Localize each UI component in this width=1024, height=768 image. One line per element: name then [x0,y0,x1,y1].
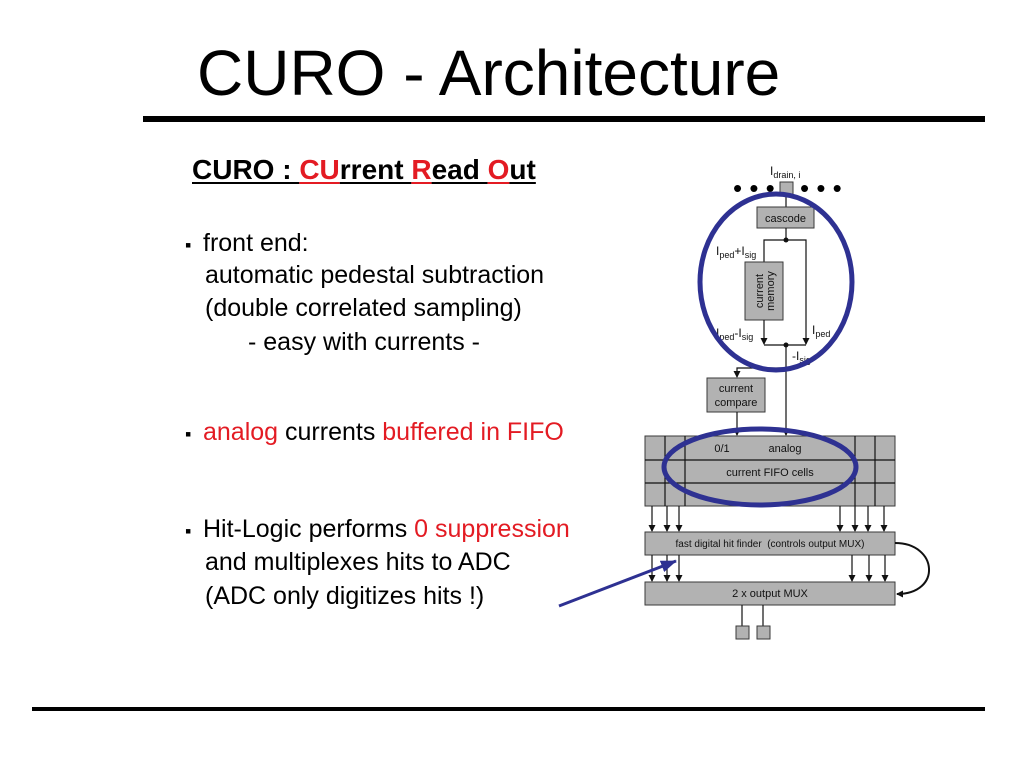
bullet-marker: ▪ [185,521,192,541]
bullet-hit-logic: ▪ Hit-Logic performs 0 suppression [185,517,570,544]
drain-label-symbol: I [770,164,773,178]
ped-plus-sig-part: I [716,244,719,258]
subtitle-part: rrent [339,154,412,185]
bullet-hit-logic-line-1: and multiplexes hits to ADC [205,548,511,576]
hit-finder-to-mux-arrows [648,555,889,582]
hit-finder-pointer-arrow [558,559,677,608]
neg-sig-label-subscript: sig [799,355,811,365]
bullet-hit-logic-part-highlight: 0 suppression [414,515,570,543]
subtitle-part: ead [431,154,488,185]
output-pad-1 [735,625,750,640]
bullet-front-end-line-2: (double correlated sampling) [205,294,522,322]
ped-label-symbol: I [812,323,815,337]
fifo-highlight-ellipse [661,426,859,508]
bullet-hit-logic-part: Hit-Logic performs [203,515,415,543]
subtitle-part: CURO : [192,154,300,185]
bullet-fifo-part: currents [278,418,383,446]
subtitle: CURO : CUrrent Read Out [192,156,536,184]
bullet-front-end: ▪ front end: [185,231,309,258]
fifo-analog-label: analog [768,443,801,455]
drain-label-subscript: drain, i [773,170,800,180]
mux-control-arrow [894,542,930,598]
bullet-fifo-part-highlight: analog [203,418,279,446]
neg-ped-neg-sig-part: -I [734,326,741,340]
bullet-fifo: ▪ analog currents buffered in FIFO [185,420,564,447]
fifo-cells-label: current FIFO cells [726,467,814,479]
current-compare-line-1: current [719,383,753,395]
output-mux-label: 2 x output MUX [732,588,808,600]
current-compare-block [706,377,766,413]
drain-current-label: Idrain, i [770,164,800,180]
neg-sig-label-symbol: -I [792,349,799,363]
output-pad-2 [756,625,771,640]
slide-title: CURO - Architecture [197,37,781,109]
split-wires [763,239,810,345]
neg-ped-neg-sig-part: ped [719,332,734,342]
ped-plus-sig-part: ped [719,250,734,260]
ped-label-subscript: ped [815,329,830,339]
ped-label: Iped [812,323,830,339]
subtitle-part-highlight: O [487,154,510,185]
bullet-front-end-line-1: automatic pedestal subtraction [205,261,545,289]
subtitle-part-highlight: CU [299,154,340,185]
output-mux-block [644,581,896,606]
footer-divider [32,707,985,711]
front-end-highlight-ellipse [697,191,855,373]
cascode-label: cascode [765,213,806,225]
current-memory-line-2: memory [765,271,777,311]
neg-ped-neg-sig-part: sig [742,332,754,342]
bullet-hit-logic-line-2: (ADC only digitizes hits !) [205,582,485,610]
title-divider [143,116,985,122]
current-memory-label: current memory [754,271,777,311]
subtitle-part-highlight: R [411,154,432,185]
fifo-digital-label: 0/1 [714,443,729,455]
bullet-front-end-line-3: - easy with currents - [248,328,481,356]
ped-plus-sig-part: +I [734,244,744,258]
current-compare-line-2: compare [715,397,758,409]
ped-plus-sig-part: sig [745,250,757,260]
bullet-marker: ▪ [185,235,192,255]
current-memory-line-1: current [754,274,766,308]
fifo-to-hit-finder-arrows [648,506,888,532]
subtitle-part: ut [509,154,536,185]
dots-right: • • • [800,173,842,203]
bullet-marker: ▪ [185,424,192,444]
neg-sig-label: -Isig [792,349,811,365]
bullet-fifo-part-highlight: buffered in FIFO [382,418,564,446]
bullet-front-end-head: front end: [203,229,309,257]
hit-finder-label: fast digital hit finder (controls output… [676,539,865,550]
ped-plus-sig-label: Iped+Isig [716,244,756,260]
